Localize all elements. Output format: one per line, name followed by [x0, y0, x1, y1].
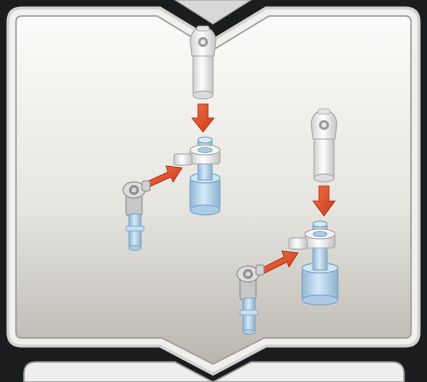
- white-connector-part: [311, 109, 337, 182]
- white-connector-part: [190, 26, 216, 99]
- light-blue-pin: [126, 214, 144, 251]
- previous-step-connector: [175, 0, 251, 24]
- light-blue-pin: [240, 298, 258, 335]
